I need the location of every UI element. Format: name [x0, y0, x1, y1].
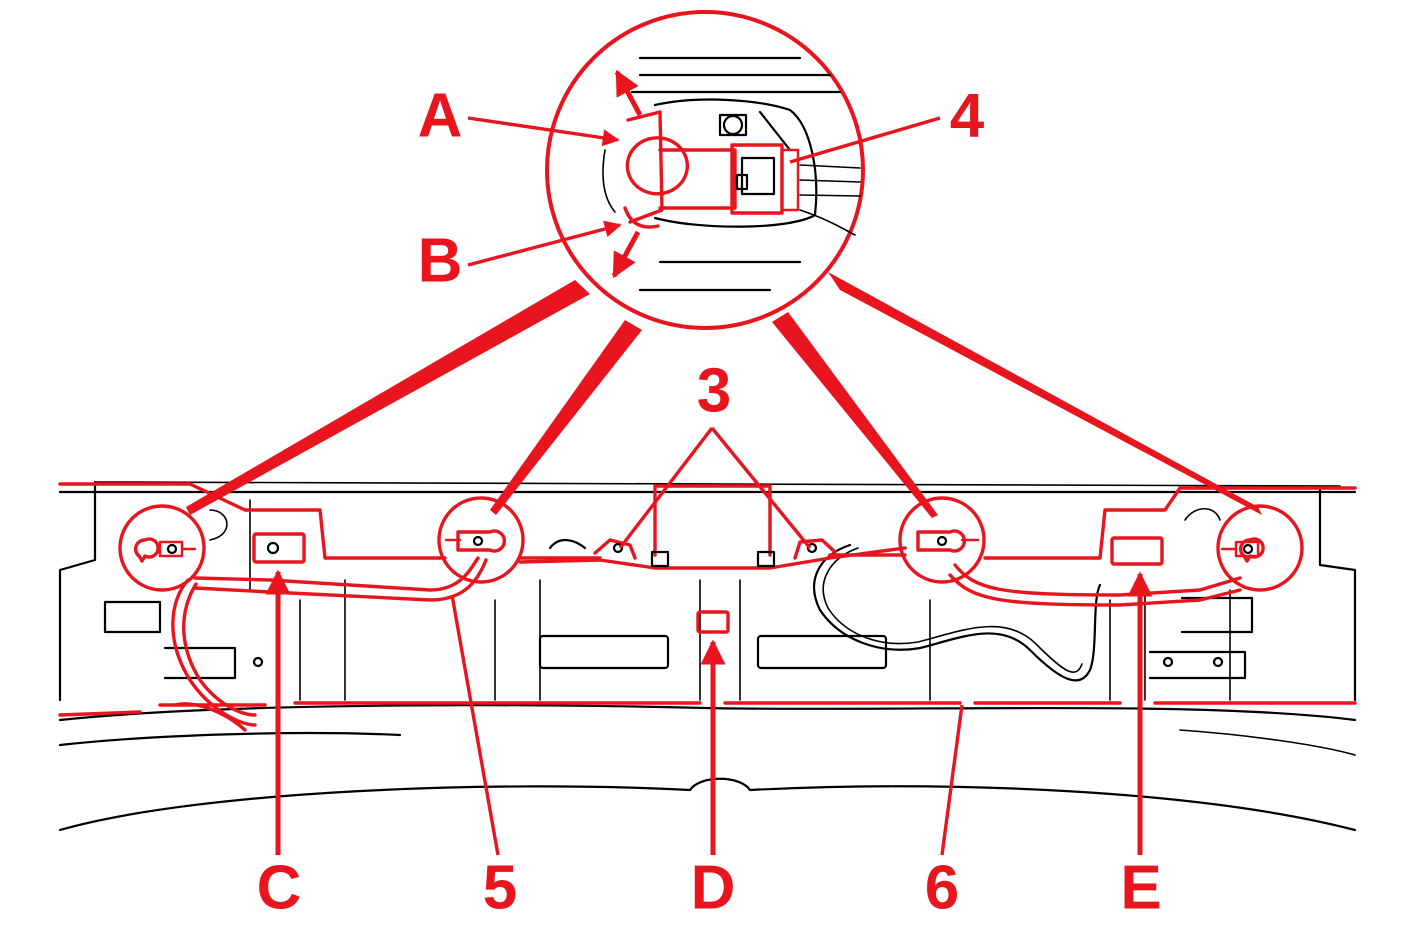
label-e: E — [1120, 853, 1161, 922]
leader-a — [467, 116, 620, 147]
leader-wedge-mid-left — [490, 320, 642, 515]
leader-3-right — [710, 426, 812, 550]
leader-wedge-right — [828, 272, 1262, 515]
leader-6 — [940, 704, 964, 856]
leader-wedge-mid-right — [772, 312, 938, 518]
label-4: 4 — [950, 81, 985, 150]
harness-highlight — [58, 482, 1357, 732]
leader-wedge-left — [186, 280, 590, 515]
label-6: 6 — [925, 853, 959, 922]
leader-5 — [450, 594, 500, 856]
lamp-socket-3 — [898, 496, 986, 584]
label-5: 5 — [483, 853, 517, 922]
lamp-socket-1 — [118, 504, 206, 592]
arrow-down — [611, 230, 641, 279]
leader-b — [467, 220, 622, 267]
label-c: C — [257, 853, 302, 922]
leader-3-left — [618, 426, 714, 550]
leader-4 — [789, 116, 941, 164]
label-a: A — [418, 81, 463, 150]
magnifier-leaders — [186, 272, 1262, 518]
callout-leaders — [265, 116, 1153, 856]
detail-magnifier — [545, 10, 865, 330]
arrow-up — [614, 69, 643, 117]
callout-labels: A B 4 3 C 5 D 6 E — [257, 81, 1162, 922]
lamp-socket-4 — [1216, 504, 1304, 592]
tailgate-body-lines — [58, 480, 1357, 832]
label-3: 3 — [697, 356, 731, 425]
lamp-socket-2 — [437, 496, 525, 584]
label-b: B — [418, 226, 463, 295]
label-d: D — [691, 853, 736, 922]
